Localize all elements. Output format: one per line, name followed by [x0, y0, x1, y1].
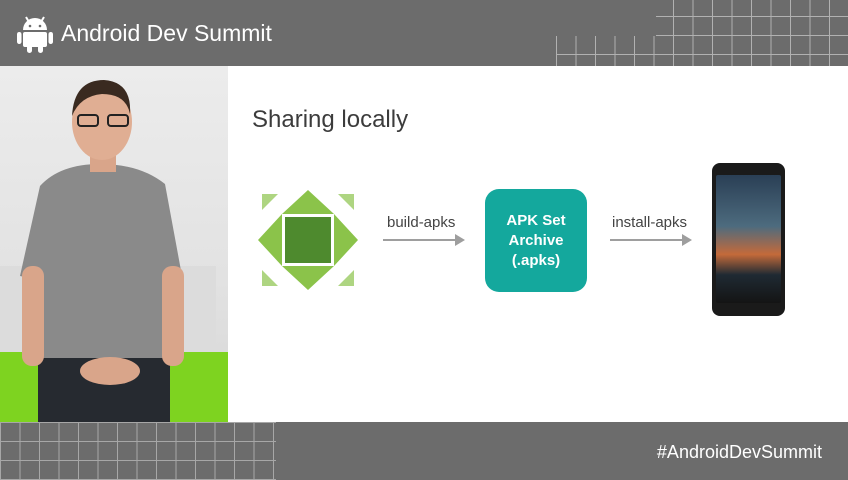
apk-set-archive-box: APK Set Archive (.apks) [485, 189, 587, 292]
arrow-right-icon [383, 234, 465, 246]
box-line: Archive [508, 231, 564, 249]
box-line: APK Set [506, 211, 566, 229]
brand-title: Android Dev Summit [61, 20, 272, 46]
phone-screen [716, 175, 781, 303]
speaker-video [0, 66, 228, 422]
build-apks-label: build-apks [387, 214, 456, 231]
speaker-figure [20, 80, 184, 422]
arrow-right-icon [610, 234, 692, 246]
slide-title: Sharing locally [252, 106, 409, 133]
event-hashtag: #AndroidDevSummit [656, 442, 822, 462]
install-apks-label: install-apks [612, 214, 688, 231]
app-bundle-icon [258, 190, 358, 290]
android-logo-icon [17, 16, 53, 53]
grid-mask [540, 0, 656, 36]
phone-device-image [712, 163, 785, 316]
grid-decoration [0, 422, 276, 480]
box-line: (.apks) [511, 251, 561, 269]
